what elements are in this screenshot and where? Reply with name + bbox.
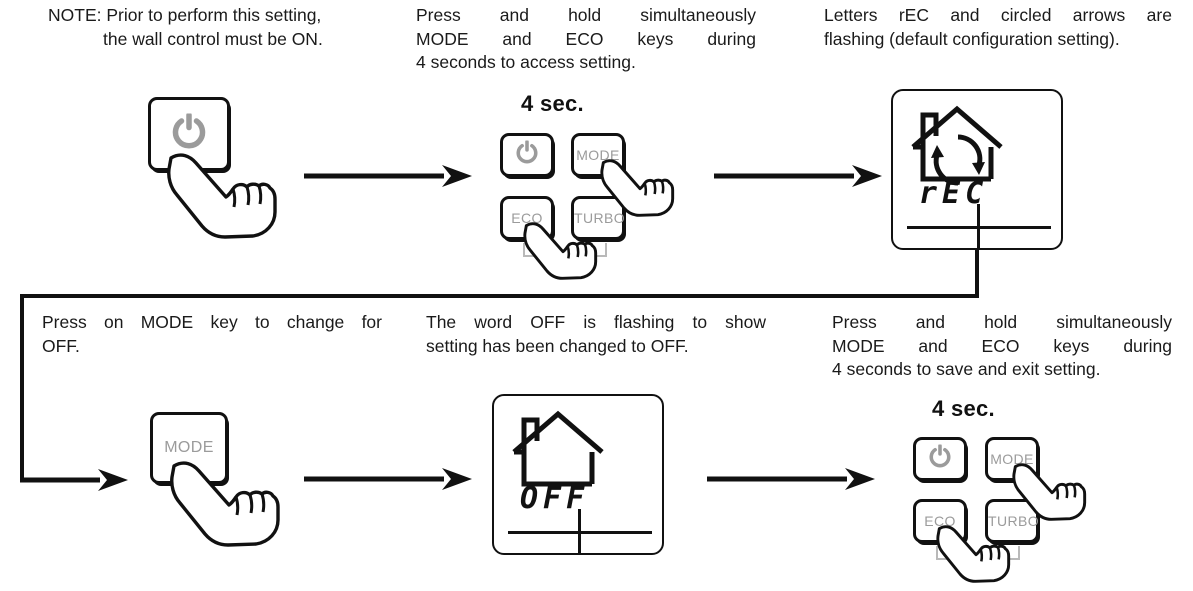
house-icon <box>909 103 1005 196</box>
wrap-connector-vertical-left <box>20 294 24 480</box>
turbo-key-label: TURBO <box>574 210 625 226</box>
pointing-hand-icon <box>166 448 286 553</box>
wall-control-display: OFF <box>492 394 664 555</box>
step-6-timer-label: 4 sec. <box>932 396 995 421</box>
step-3-text-line-2: flashing (default configuration setting)… <box>824 28 1120 49</box>
wall-control-display: rEC <box>891 89 1063 250</box>
arrow-step2-to-step3 <box>712 163 884 194</box>
pointing-hand-icon <box>598 148 678 225</box>
step-1-instruction: NOTE: Prior to perform this setting, the… <box>48 4 400 51</box>
wrap-connector-vertical-right <box>975 250 979 298</box>
power-icon <box>516 140 538 170</box>
display-segment-text: OFF <box>520 481 590 516</box>
step-1-text-line-1: Prior to perform this setting, <box>106 5 322 25</box>
pointing-hand-icon <box>1010 452 1090 529</box>
wrap-connector-arrowhead <box>20 466 130 499</box>
step-2-timer-label: 4 sec. <box>521 91 584 116</box>
wrap-connector-horizontal <box>20 294 979 298</box>
house-icon <box>510 408 606 501</box>
power-icon <box>172 112 206 155</box>
mode-key-label: MODE <box>164 439 214 456</box>
eco-key-label: ECO <box>511 210 543 226</box>
arrow-step1-to-step2 <box>302 163 474 194</box>
turbo-key[interactable]: TURBO <box>571 196 625 240</box>
pointing-hand-icon <box>163 140 283 245</box>
step-1-text-line-2: the wall control must be ON. <box>103 28 323 49</box>
circular-arrows-icon <box>927 131 989 194</box>
step-4-text-line-2: OFF. <box>42 335 80 356</box>
mode-key-label: MODE <box>576 147 620 163</box>
arrow-step4-to-step5 <box>302 466 474 497</box>
power-key[interactable] <box>913 437 967 481</box>
display-tick-mark <box>977 204 980 249</box>
pointing-hand-icon <box>934 514 1014 591</box>
note-label: NOTE: <box>48 5 102 25</box>
mode-key-label: MODE <box>990 451 1034 467</box>
power-icon <box>929 444 951 474</box>
arrow-step5-to-step6 <box>705 466 877 497</box>
turbo-key-label: TURBO <box>988 513 1039 529</box>
step-2-text-line-3: 4 seconds to access setting. <box>416 52 636 72</box>
display-tick-mark <box>578 509 581 554</box>
eco-key-label: ECO <box>924 513 956 529</box>
display-segment-text: rEC <box>919 176 989 211</box>
step-6-text-line-3: 4 seconds to save and exit setting. <box>832 359 1101 379</box>
power-key[interactable] <box>500 133 554 177</box>
pointing-hand-icon <box>521 211 601 288</box>
step-5-text-line-2: setting has been changed to OFF. <box>426 335 689 356</box>
